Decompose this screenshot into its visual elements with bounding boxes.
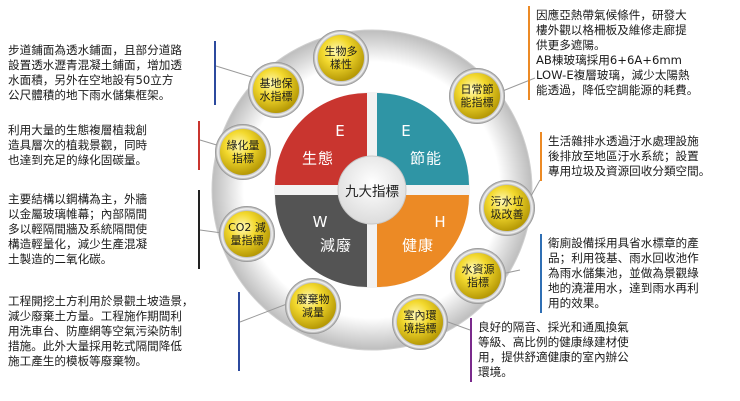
sector-name-ecology: 生態: [301, 149, 335, 168]
indicator-node: [454, 73, 500, 119]
sector-letter-energy: E: [401, 122, 411, 140]
indicator-node: [455, 253, 501, 299]
description-greening: 利用大量的生態複層植栽創 造具層次的植栽景觀，同時 也達到充足的綠化固碳量。: [4, 121, 200, 170]
sector-letter-health: H: [434, 213, 446, 231]
sector-name-health: 健康: [401, 236, 435, 255]
connector-line: [199, 229, 223, 234]
indicator-label: 基地保 水指標: [259, 77, 293, 103]
indicator-node: [318, 35, 364, 81]
indicator-node: [224, 211, 270, 257]
indicator-label: 生物多 樣性: [324, 45, 358, 71]
description-sewage: 生活雜排水透過汙水處理設施 後排放至地區汙水系統；設置 專用垃圾及資源回收分類空…: [540, 132, 736, 181]
sector-letter-waste: W: [312, 213, 328, 231]
description-indoor-environment: 良好的隔音、採光和通風換氣 等級、高比例的健康綠建材使 用，提供舒適健康的室內辦…: [470, 318, 668, 382]
sector-letter-ecology: E: [335, 122, 345, 140]
indicator-node: [253, 67, 299, 113]
sector-ecology: [275, 93, 367, 185]
indicator-label: 廢棄物 減量: [296, 293, 330, 319]
indicator-node: [484, 185, 530, 231]
indicator-label: 綠化量 指標: [226, 139, 260, 165]
sector-name-energy: 節能: [409, 149, 443, 168]
indicator-label: 水資源 指標: [461, 263, 495, 289]
indicator-label: CO2 減 量指標: [228, 221, 266, 247]
description-waste-reduction: 工程開挖土方利用於景觀土坡造景， 減少廢棄土方量。工程施作期間利 用洗車台、防塵…: [4, 292, 240, 371]
indicator-node: [397, 299, 443, 345]
sector-waste: [275, 195, 367, 287]
connector-line: [215, 65, 256, 79]
indicator-label: 污水垃 圾改善: [490, 195, 524, 221]
indicator-label: 室內環 境指標: [403, 309, 437, 335]
description-water-resources: 衛廁設備採用具省水標章的產 品；利用筏基、雨水回收池作 為雨水儲集池，並做為景觀…: [540, 234, 736, 313]
center-label: 九大指標: [345, 184, 399, 200]
indicator-node: [290, 283, 336, 329]
sector-name-waste: 減廢: [319, 236, 353, 255]
indicator-node: [220, 129, 266, 175]
sector-energy: [377, 93, 469, 185]
connector-line: [239, 301, 293, 323]
description-co2-reduction: 主要結構以鋼構為主，外牆 以金屬玻璃帷幕；內部隔間 多以輕隔間牆及系統隔間使 構…: [4, 190, 200, 269]
sector-health: [377, 195, 469, 287]
indicator-label: 日常節 能指標: [460, 83, 494, 109]
description-energy-saving: 因應亞熱帶氣候條件，研發大 樓外觀以格柵板及維修走廊提 供更多遮陽。 AB棟玻璃…: [528, 6, 734, 100]
description-water-retention: 步道鋪面為透水鋪面，且部分道路 設置透水瀝青混凝土鋪面，增加透 水面積，另外在空…: [4, 41, 216, 105]
center-hub: [337, 155, 407, 225]
